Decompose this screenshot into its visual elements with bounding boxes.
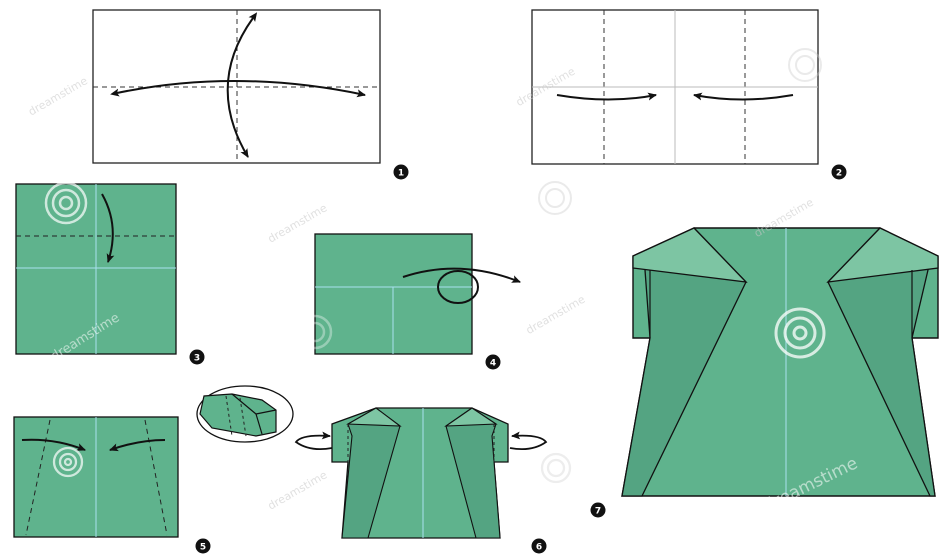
spiral-watermark-icon xyxy=(774,307,826,359)
step-4-number: 4 xyxy=(490,359,496,369)
detail-collar-edge xyxy=(255,409,277,415)
step-3-badge: 3 xyxy=(189,349,205,365)
spiral-watermark-icon xyxy=(44,181,88,225)
step-7-number: 7 xyxy=(595,507,601,517)
step-5-diagram: 5 xyxy=(13,416,211,554)
left-fold-line xyxy=(25,419,51,536)
step-2-badge: 2 xyxy=(831,164,847,180)
turn-over-arrow xyxy=(402,267,521,283)
watermark-text-faint: dreamstime xyxy=(524,293,588,337)
step-7-diagram: dreamstime 7 xyxy=(590,227,939,518)
spiral-watermark-icon xyxy=(538,48,822,215)
step-2-number: 2 xyxy=(836,169,842,179)
left-sleeve-arrow xyxy=(294,431,333,451)
spiral-watermark-icon xyxy=(297,314,333,350)
fold-down-arrow xyxy=(101,193,115,263)
right-collar xyxy=(826,227,939,283)
spiral-watermark-icon xyxy=(52,446,84,478)
right-collar xyxy=(444,407,498,427)
step-6-diagram: 6 xyxy=(294,407,572,554)
detail-inset xyxy=(196,385,294,443)
watermark-text-faint: dreamstime xyxy=(266,468,330,512)
fold-right-arrow xyxy=(109,439,166,452)
vertical-fold-arrow xyxy=(226,12,258,158)
detail-fold-line-a xyxy=(225,395,233,437)
step-3-number: 3 xyxy=(194,354,200,364)
step-1-diagram: 1 xyxy=(92,9,409,180)
step-2-diagram: 2 xyxy=(531,9,847,180)
spiral-watermark-icon xyxy=(540,452,572,484)
step-5-badge: 5 xyxy=(195,538,211,554)
left-collar xyxy=(632,227,748,283)
step-6-badge: 6 xyxy=(531,538,547,554)
fold-left-arrow xyxy=(21,438,86,451)
step-3-diagram: dreamstime 3 xyxy=(15,181,205,365)
detail-fold-line-b xyxy=(239,397,247,437)
step-1-number: 1 xyxy=(398,169,404,179)
step-4-diagram: 4 xyxy=(297,233,521,370)
step-4-badge: 4 xyxy=(485,354,501,370)
fold-left-arrow xyxy=(556,92,657,101)
left-collar xyxy=(346,407,402,427)
step-6-number: 6 xyxy=(536,543,542,553)
fold-right-arrow xyxy=(693,92,794,101)
step-1-badge: 1 xyxy=(393,164,409,180)
turn-over-loop xyxy=(437,270,479,304)
horizontal-fold-arrow xyxy=(110,80,366,98)
right-fold-line xyxy=(144,419,168,536)
right-sleeve-arrow xyxy=(509,431,548,451)
step-5-number: 5 xyxy=(200,543,206,553)
step-7-badge: 7 xyxy=(590,502,606,518)
watermark-text-faint: dreamstime xyxy=(26,74,90,118)
